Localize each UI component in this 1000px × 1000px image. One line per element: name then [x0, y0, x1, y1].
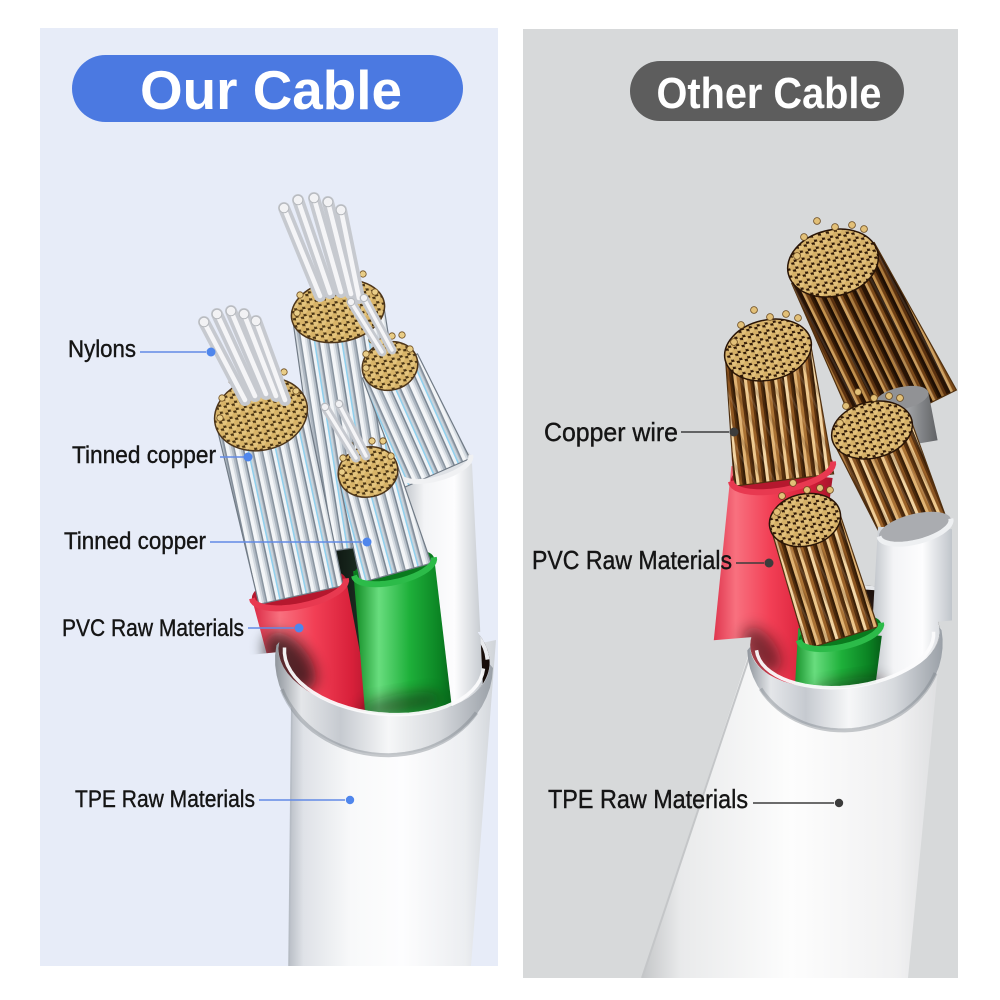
svg-text:TPE Raw Materials: TPE Raw Materials: [75, 786, 255, 813]
svg-text:Tinned copper: Tinned copper: [72, 442, 216, 469]
svg-text:PVC Raw Materials: PVC Raw Materials: [62, 615, 244, 642]
svg-text:TPE Raw Materials: TPE Raw Materials: [548, 784, 748, 814]
svg-text:Nylons: Nylons: [68, 336, 136, 363]
svg-text:Other Cable: Other Cable: [657, 69, 882, 118]
svg-text:Copper wire: Copper wire: [544, 417, 678, 447]
svg-text:Tinned copper: Tinned copper: [64, 528, 206, 555]
svg-text:PVC Raw Materials: PVC Raw Materials: [532, 545, 732, 575]
svg-text:Our Cable: Our Cable: [140, 59, 402, 121]
